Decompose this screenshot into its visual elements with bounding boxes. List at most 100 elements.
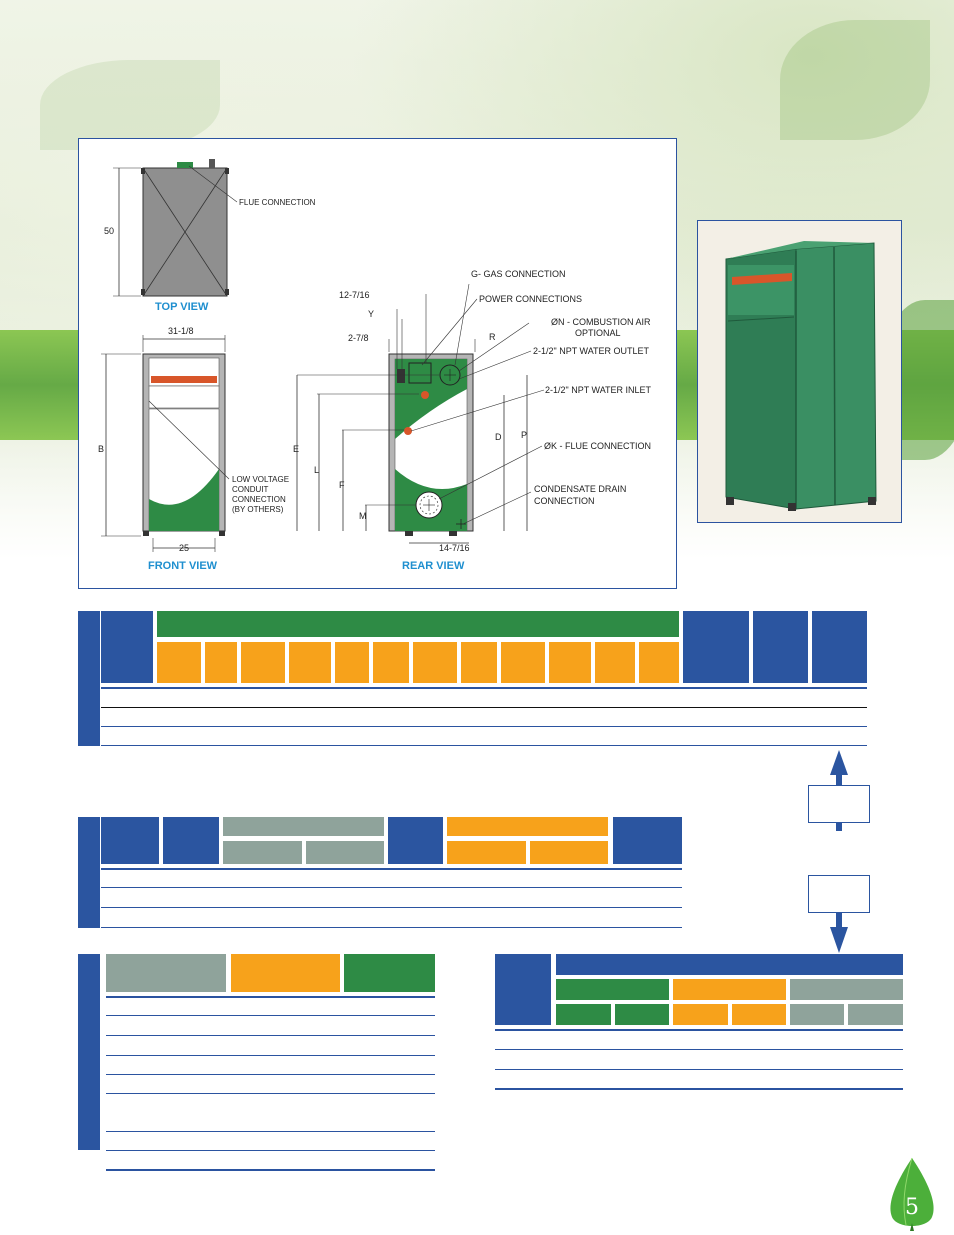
- table3-header-col: [231, 954, 340, 992]
- product-photo-frame: [697, 220, 902, 523]
- table2-header-sub: [447, 841, 526, 864]
- table1-header-cell: [289, 642, 331, 683]
- rear-view-p-dim: P: [521, 430, 528, 440]
- table4-rule: [495, 1069, 903, 1070]
- table3-rule: [106, 1074, 435, 1075]
- note-box-upper: [808, 785, 870, 823]
- power-connections-label: POWER CONNECTIONS: [479, 294, 583, 304]
- table1-rule: [101, 687, 867, 689]
- table1-header-model: [101, 611, 153, 683]
- top-view-depth-dim: 50: [104, 226, 115, 236]
- table2-header-col: [613, 817, 682, 864]
- table2-rule: [101, 887, 682, 888]
- rear-view-f-dim: F: [339, 480, 345, 490]
- table1-header-cell: [157, 642, 201, 683]
- dimension-drawings-panel: 50 FLUE CONNECTION TOP VIEW 31-1/8 B 25 …: [78, 138, 677, 589]
- table4-rule: [495, 1049, 903, 1050]
- table4-header-group: [556, 954, 903, 975]
- flue-connection-label: ØK - FLUE CONNECTION: [544, 441, 652, 451]
- table3-rule: [106, 1169, 435, 1171]
- rear-view-title: REAR VIEW: [402, 560, 465, 572]
- rear-view-drawing: [296, 283, 545, 544]
- rear-view-e-dim: E: [293, 444, 300, 454]
- leaf-page-marker-icon: [890, 1157, 934, 1231]
- rear-view-l-dim: L: [314, 465, 320, 475]
- condensate-drain-label-line1: CONDENSATE DRAIN: [534, 484, 627, 494]
- table3-rule: [106, 1093, 435, 1094]
- table1-rule: [101, 707, 867, 708]
- table1-header-cell: [501, 642, 545, 683]
- front-view-height-dim: B: [98, 444, 105, 454]
- rear-view-side-offset-dim: 2-7/8: [348, 333, 369, 343]
- table4-header-sub: [673, 979, 786, 1000]
- table2-header-col: [163, 817, 219, 864]
- water-inlet-label: 2-1/2" NPT WATER INLET: [545, 385, 652, 395]
- leaf-decoration: [780, 20, 930, 140]
- table3-rule: [106, 1150, 435, 1151]
- dimension-drawings: [101, 159, 545, 552]
- front-view-title: FRONT VIEW: [148, 560, 218, 572]
- table1-header-cell: [549, 642, 591, 683]
- rear-view-r-dim: R: [489, 332, 496, 342]
- table1-rule: [101, 745, 867, 746]
- table3-side-bar: [78, 954, 100, 1150]
- table1-header-cell: [335, 642, 369, 683]
- table1-header-cell: [373, 642, 409, 683]
- table2-header-group: [223, 817, 384, 836]
- top-view-drawing: [113, 159, 238, 297]
- flow-arrows: [830, 750, 848, 953]
- table4-header-cell: [673, 1004, 728, 1025]
- table4-header-cell: [790, 1004, 844, 1025]
- table2-rule: [101, 927, 682, 928]
- table1-header-col: [812, 611, 867, 683]
- combustion-air-label-line2: OPTIONAL: [575, 328, 621, 338]
- table1-header-cell: [461, 642, 497, 683]
- front-view-drawing: [101, 335, 230, 552]
- table2-header-sub: [530, 841, 608, 864]
- table2-header-sub: [306, 841, 384, 864]
- conduit-label-line4: (BY OTHERS): [232, 505, 284, 514]
- table1-header-cell: [639, 642, 679, 683]
- table2-header-col: [388, 817, 443, 864]
- table1-header-cell: [205, 642, 237, 683]
- conduit-label-line1: LOW VOLTAGE: [232, 475, 290, 484]
- rear-view-bottom-dim: 14-7/16: [439, 543, 470, 553]
- table2-side-bar: [78, 817, 100, 928]
- table4-header-cell: [848, 1004, 903, 1025]
- table4-header-cell: [556, 1004, 611, 1025]
- condensate-drain-label-line2: CONNECTION: [534, 496, 595, 506]
- table3-header-col: [106, 954, 226, 992]
- gas-connection-label: G- GAS CONNECTION: [471, 269, 566, 279]
- table4-header-cell: [732, 1004, 786, 1025]
- table1-header-col: [683, 611, 749, 683]
- combustion-air-label-line1: ØN - COMBUSTION AIR: [551, 317, 651, 327]
- table4-header-sub: [790, 979, 903, 1000]
- front-view-width-bottom-dim: 25: [179, 543, 190, 553]
- top-view-title: TOP VIEW: [155, 301, 209, 313]
- table3-rule: [106, 1055, 435, 1056]
- table1-header-cell: [241, 642, 285, 683]
- table2-header-sub: [223, 841, 302, 864]
- table1-rule: [101, 726, 867, 727]
- table1-header-group: [157, 611, 679, 637]
- table2-header-col: [101, 817, 159, 864]
- table3-header-col: [344, 954, 435, 992]
- table3-rule: [106, 1035, 435, 1036]
- table2-rule: [101, 907, 682, 908]
- rear-view-m-dim: M: [359, 511, 367, 521]
- leaf-decoration: [40, 60, 220, 150]
- top-view-flue-label: FLUE CONNECTION: [239, 198, 316, 207]
- conduit-label-line2: CONDUIT: [232, 485, 269, 494]
- table4-rule: [495, 1029, 903, 1031]
- table4-header-cell: [615, 1004, 669, 1025]
- table3-rule: [106, 996, 435, 998]
- table1-header-cell: [595, 642, 635, 683]
- page-number: 5: [905, 1195, 919, 1220]
- table1-side-bar: [78, 611, 100, 746]
- table4-header-sub: [556, 979, 669, 1000]
- table2-rule: [101, 868, 682, 870]
- table2-header-group: [447, 817, 608, 836]
- table1-header-col: [753, 611, 808, 683]
- table3-rule: [106, 1015, 435, 1016]
- boiler-photo: [698, 221, 901, 522]
